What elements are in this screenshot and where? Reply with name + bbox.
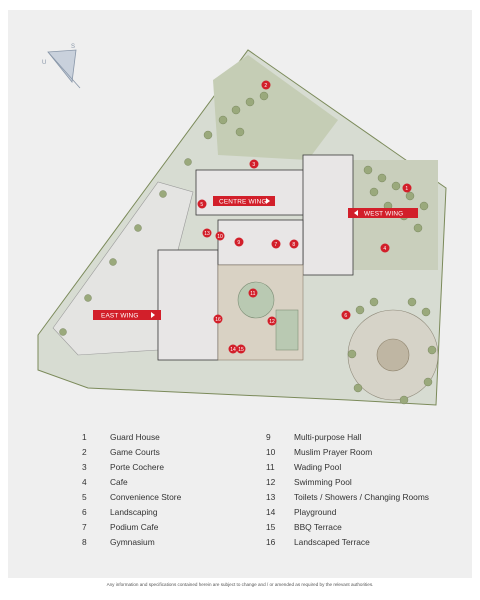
- marker-3: 3: [249, 159, 259, 169]
- marker-7: 7: [271, 239, 281, 249]
- east-wing-label: EAST WING: [101, 313, 139, 320]
- svg-text:6: 6: [344, 313, 347, 319]
- marker-16: 16: [213, 314, 223, 324]
- svg-text:8: 8: [292, 242, 295, 248]
- svg-text:12: 12: [269, 319, 275, 325]
- wading-pool: [237, 281, 275, 319]
- southeast-fountain: [376, 338, 410, 372]
- compass-letter-u: U: [42, 60, 46, 66]
- buildings: [157, 154, 354, 361]
- marker-11: 11: [248, 288, 258, 298]
- svg-text:10: 10: [217, 234, 223, 240]
- west-wing-arrow-icon: [354, 210, 358, 216]
- site-plan-diagram: S U: [37, 44, 447, 406]
- podium-block: [217, 219, 304, 266]
- swimming-pool: [275, 309, 299, 351]
- compass-letter-s: S: [71, 44, 75, 50]
- svg-text:2: 2: [264, 83, 267, 89]
- marker-4: 4: [380, 243, 390, 253]
- east-wing-banner: EAST WING: [93, 310, 161, 320]
- svg-text:9: 9: [237, 240, 240, 246]
- marker-9: 9: [234, 237, 244, 247]
- centre-wing-label: CENTRE WING: [219, 199, 267, 206]
- marker-13: 13: [202, 228, 212, 238]
- svg-text:4: 4: [383, 246, 386, 252]
- marker-8: 8: [289, 239, 299, 249]
- marker-6: 6: [341, 310, 351, 320]
- centre-wing-block: [195, 169, 307, 216]
- svg-text:14: 14: [230, 347, 236, 353]
- svg-text:16: 16: [215, 317, 221, 323]
- facility-markers: 1 2 3 4 5 6 7 8 9 10 11 12 13 14 15 16: [197, 80, 412, 354]
- marker-2: 2: [261, 80, 271, 90]
- east-wing-block: [157, 249, 219, 361]
- marker-14: 14: [228, 344, 238, 354]
- compass-icon: S U: [42, 44, 81, 89]
- svg-text:7: 7: [274, 242, 277, 248]
- north-garden: [213, 55, 338, 160]
- west-wing-label: WEST WING: [364, 211, 403, 218]
- marker-10: 10: [215, 231, 225, 241]
- marker-1: 1: [402, 183, 412, 193]
- marker-5: 5: [197, 199, 207, 209]
- marker-15: 15: [236, 344, 246, 354]
- svg-text:5: 5: [200, 202, 203, 208]
- east-wing-arrow-icon: [151, 312, 155, 318]
- marker-12: 12: [267, 316, 277, 326]
- svg-text:13: 13: [204, 231, 210, 237]
- svg-text:1: 1: [405, 186, 408, 192]
- svg-text:11: 11: [250, 291, 255, 297]
- west-wing-banner: WEST WING: [348, 208, 418, 218]
- centre-wing-arrow-icon: [266, 198, 270, 204]
- disclaimer: Any information and specifications conta…: [106, 582, 374, 587]
- site-plan-sheet: S U: [8, 10, 472, 578]
- svg-text:3: 3: [252, 162, 255, 168]
- svg-text:15: 15: [238, 347, 244, 353]
- centre-wing-banner: CENTRE WING: [213, 196, 275, 206]
- west-wing-block: [302, 154, 354, 276]
